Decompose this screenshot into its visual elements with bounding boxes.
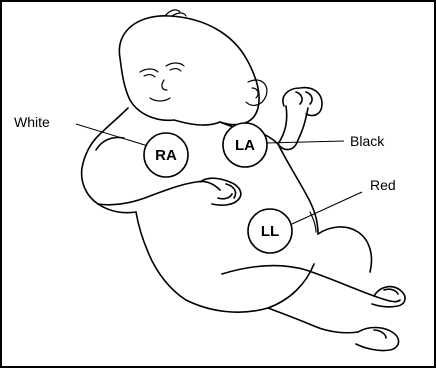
infant-hair: [165, 10, 186, 16]
infant-eye-left: [140, 69, 158, 77]
electrode-la-label: LA: [235, 137, 255, 154]
infant-left-foot: [356, 328, 399, 351]
electrode-la: LA: [223, 123, 267, 167]
infant-eye-right: [166, 63, 184, 71]
infant-left-hand: [283, 88, 322, 116]
infant-torso-left: [136, 212, 186, 300]
infant-nose: [162, 80, 167, 90]
electrode-ll-label: LL: [261, 223, 279, 240]
red-leader-line: [292, 192, 362, 224]
black-wire-label: Black: [350, 133, 385, 149]
infant-mouth: [150, 98, 170, 101]
electrode-ra: RA: [144, 133, 188, 177]
infant-right-shoulder: [82, 108, 136, 213]
red-wire-label: Red: [370, 177, 396, 193]
infant-illustration: [82, 10, 405, 351]
infant-belly: [186, 264, 314, 312]
white-wire-label: White: [14, 114, 50, 130]
black-leader-line: [266, 141, 344, 143]
electrode-ra-label: RA: [155, 147, 177, 164]
infant-head: [119, 16, 259, 125]
white-leader-line: [76, 124, 148, 146]
electrode-ll: LL: [248, 209, 292, 253]
